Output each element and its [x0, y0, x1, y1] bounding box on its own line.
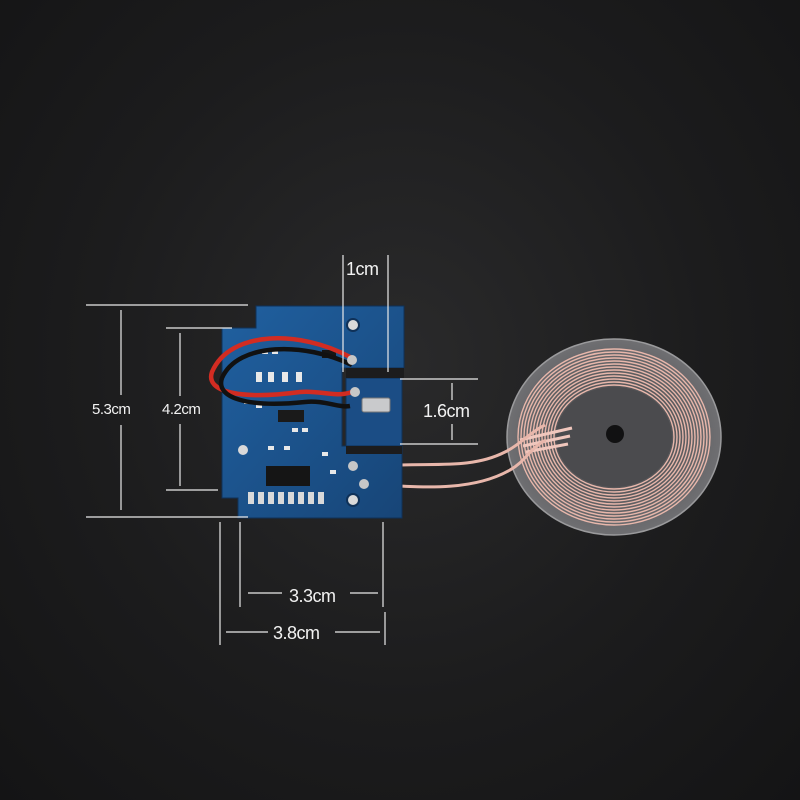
dimension-label-connector-height: 1.6cm: [423, 401, 470, 421]
mounting-hole: [346, 318, 360, 332]
dimension-label-inner-width: 3.3cm: [289, 586, 336, 606]
pcb-board: [208, 305, 405, 519]
solder-joint: [348, 461, 358, 471]
black-wire: [218, 346, 353, 409]
dimension-label-connector-width: 1cm: [346, 259, 379, 279]
solder-joint: [359, 479, 369, 489]
ic-chip: [266, 466, 310, 486]
coil: [381, 338, 722, 536]
mounting-hole: [346, 493, 360, 507]
coil-center-hole: [606, 425, 624, 443]
edge-connector-pads: [248, 492, 324, 504]
board-gap: [346, 368, 404, 378]
board-gap-lower: [346, 446, 402, 454]
dimension-label-board-width: 3.8cm: [273, 623, 320, 643]
coil-lead-wire-upper: [381, 423, 546, 468]
solder-joint: [350, 387, 360, 397]
micro-usb-port: [361, 397, 391, 413]
dimension-lines: [86, 255, 478, 645]
mounting-hole: [238, 445, 248, 455]
red-wire: [208, 336, 353, 398]
dimension-label-inner-height: 4.2cm: [162, 401, 201, 418]
solder-joint: [347, 355, 357, 365]
ic-chip: [278, 410, 304, 422]
coil-lead-wire-lower: [381, 438, 547, 489]
dimension-label-board-height: 5.3cm: [92, 401, 131, 418]
